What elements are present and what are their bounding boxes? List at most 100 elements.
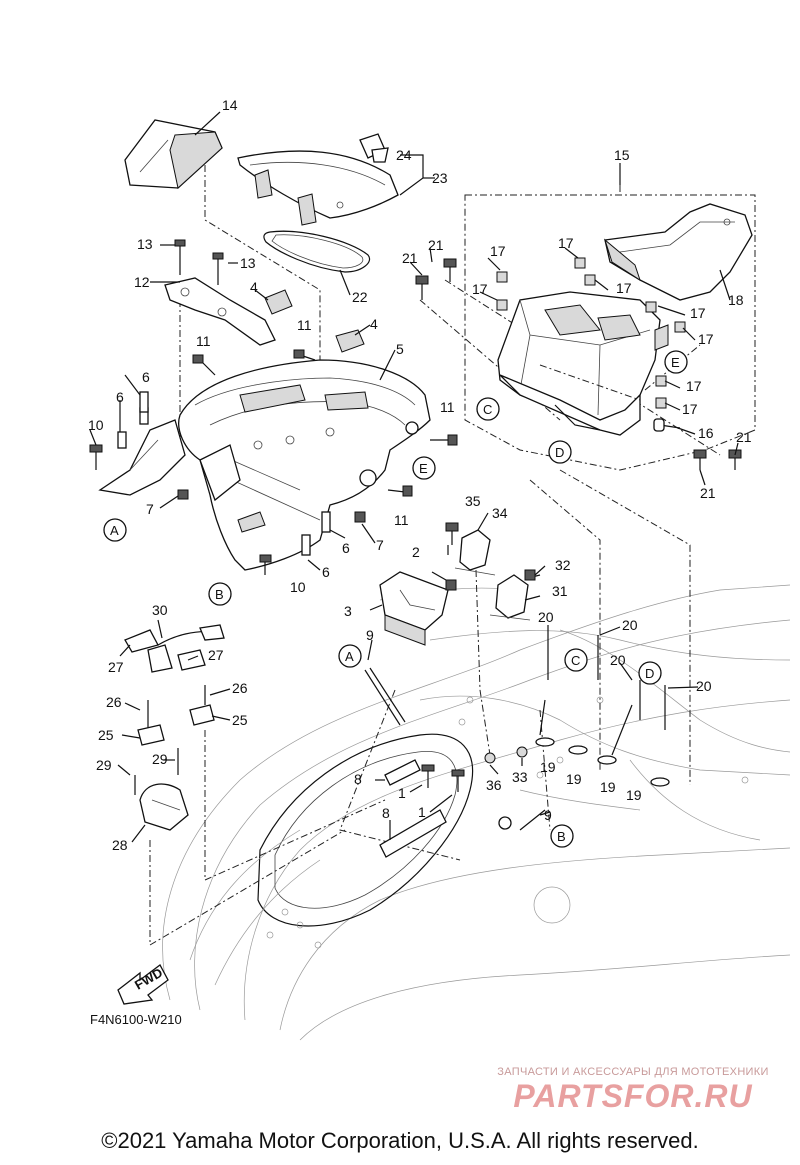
- label-27a: 27: [108, 659, 124, 675]
- drawing-code: F4N6100-W210: [90, 1012, 182, 1027]
- marker-b-1: B: [215, 587, 224, 602]
- label-35: 35: [465, 493, 481, 509]
- label-20a: 20: [538, 609, 554, 625]
- label-11a: 11: [297, 317, 312, 333]
- part-22-seal: [263, 230, 371, 273]
- label-21c: 21: [736, 429, 752, 445]
- parts-27-30-strap: [124, 624, 225, 673]
- label-29b: 29: [152, 751, 168, 767]
- left-side-panel: [98, 407, 189, 500]
- label-11d: 11: [394, 512, 409, 528]
- label-30: 30: [152, 602, 168, 618]
- label-29a: 29: [96, 757, 112, 773]
- label-10b: 10: [290, 579, 306, 595]
- label-13a: 13: [137, 236, 153, 252]
- label-33: 33: [512, 769, 528, 785]
- part-5-housing: [178, 359, 431, 571]
- parts-28-29: [134, 748, 189, 831]
- label-6a: 6: [142, 369, 150, 385]
- label-21d: 21: [700, 485, 716, 501]
- label-6b: 6: [116, 389, 124, 405]
- marker-e-1: E: [671, 355, 680, 370]
- parts-34-35-fitting: [445, 522, 496, 576]
- part-12-bracket: [164, 277, 276, 346]
- label-20d: 20: [696, 678, 712, 694]
- label-2: 2: [412, 544, 420, 560]
- label-17h: 17: [682, 401, 698, 417]
- label-21b: 21: [402, 250, 418, 266]
- marker-c-1: C: [483, 402, 492, 417]
- label-3: 3: [344, 603, 352, 619]
- parts-25-26: [137, 685, 215, 746]
- label-10a: 10: [88, 417, 104, 433]
- label-17e: 17: [690, 305, 706, 321]
- label-11b: 11: [196, 333, 211, 349]
- marker-d-2: D: [645, 666, 654, 681]
- label-17g: 17: [686, 378, 702, 394]
- label-20c: 20: [610, 652, 626, 668]
- fasteners-13: [174, 239, 224, 285]
- parts-31-32-fitting: [489, 569, 541, 621]
- label-20b: 20: [622, 617, 638, 633]
- label-7b: 7: [376, 537, 384, 553]
- hull-deck: [162, 584, 791, 1041]
- label-19b: 19: [566, 771, 582, 787]
- label-9a: 9: [366, 627, 374, 643]
- label-14: 14: [222, 97, 238, 113]
- watermark: ЗАПЧАСТИ И АКСЕССУАРЫ ДЛЯ МОТОТЕХНИКИ PA…: [478, 1066, 788, 1114]
- label-27b: 27: [208, 647, 224, 663]
- label-26b: 26: [232, 680, 248, 696]
- marker-d-1: D: [555, 445, 564, 460]
- label-4a: 4: [250, 279, 258, 295]
- watermark-brand: PARTSFOR.RU: [513, 1078, 753, 1114]
- label-36: 36: [486, 777, 502, 793]
- marker-b-2: B: [557, 829, 566, 844]
- label-19c: 19: [600, 779, 616, 795]
- label-17f: 17: [698, 331, 714, 347]
- label-19d: 19: [626, 787, 642, 803]
- label-16: 16: [698, 425, 714, 441]
- label-9b: 9: [544, 807, 552, 823]
- label-22: 22: [352, 289, 368, 305]
- label-32: 32: [555, 557, 571, 573]
- label-1b: 1: [418, 804, 426, 820]
- part-number-labels: 14 24 23 22 13 13 12 4 4 11 11 5 6 6 10 …: [88, 97, 752, 853]
- label-15: 15: [614, 147, 630, 163]
- label-8b: 8: [382, 805, 390, 821]
- reference-markers: A B C D E E A C D B: [103, 350, 688, 848]
- label-25b: 25: [232, 712, 248, 728]
- parts-2-3-pad: [379, 571, 457, 646]
- label-4b: 4: [370, 316, 378, 332]
- watermark-tagline: ЗАПЧАСТИ И АКСЕССУАРЫ ДЛЯ МОТОТЕХНИКИ: [497, 1066, 769, 1078]
- label-13b: 13: [240, 255, 256, 271]
- label-12: 12: [134, 274, 150, 290]
- label-17c: 17: [472, 281, 488, 297]
- marker-a-2: A: [345, 649, 354, 664]
- label-5: 5: [396, 341, 404, 357]
- rods-8-9-1: [364, 667, 546, 858]
- leader-lines: [89, 111, 739, 843]
- label-11c: 11: [440, 399, 455, 415]
- parts-19-20-33-36: [484, 635, 670, 787]
- label-31: 31: [552, 583, 568, 599]
- pads-6-7: [139, 391, 366, 556]
- label-26a: 26: [106, 694, 122, 710]
- part-18-tray: [604, 203, 753, 301]
- label-6c: 6: [342, 540, 350, 556]
- screws-10-11: [89, 349, 458, 575]
- label-17a: 17: [490, 243, 506, 259]
- copyright-notice: ©2021 Yamaha Motor Corporation, U.S.A. A…: [101, 1128, 699, 1153]
- label-25a: 25: [98, 727, 114, 743]
- forward-arrow: FWD: [117, 964, 169, 1005]
- clips-17: [496, 257, 686, 409]
- label-21a: 21: [428, 237, 444, 253]
- label-24: 24: [396, 147, 412, 163]
- marker-e-2: E: [419, 461, 428, 476]
- label-6d: 6: [322, 564, 330, 580]
- label-19a: 19: [540, 759, 556, 775]
- part-14-cover: [124, 119, 223, 189]
- label-8a: 8: [354, 771, 362, 787]
- label-7a: 7: [146, 501, 154, 517]
- label-17d: 17: [616, 280, 632, 296]
